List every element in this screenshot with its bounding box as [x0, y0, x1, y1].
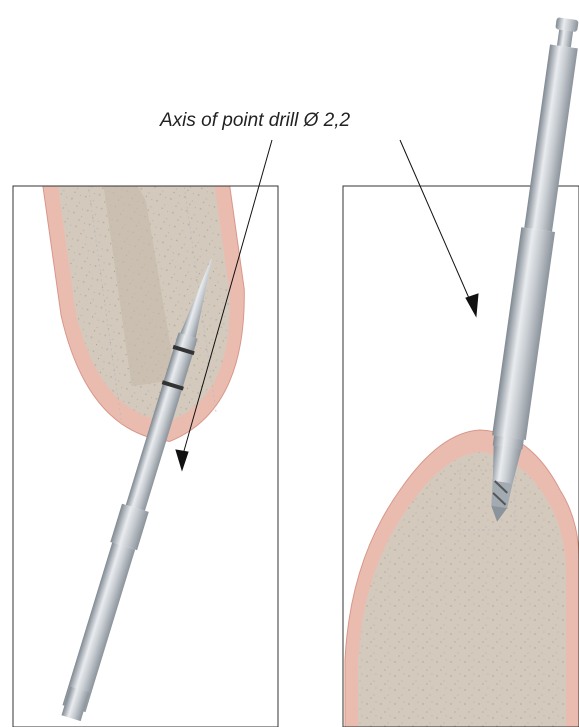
callout-label: Axis of point drill Ø 2,2 [160, 110, 350, 132]
left-panel [0, 133, 347, 727]
arrow-right-line [400, 140, 472, 305]
arrow-right-head [466, 294, 478, 316]
right-bone [358, 452, 566, 727]
right-panel [343, 16, 579, 727]
right-drill [480, 16, 579, 524]
